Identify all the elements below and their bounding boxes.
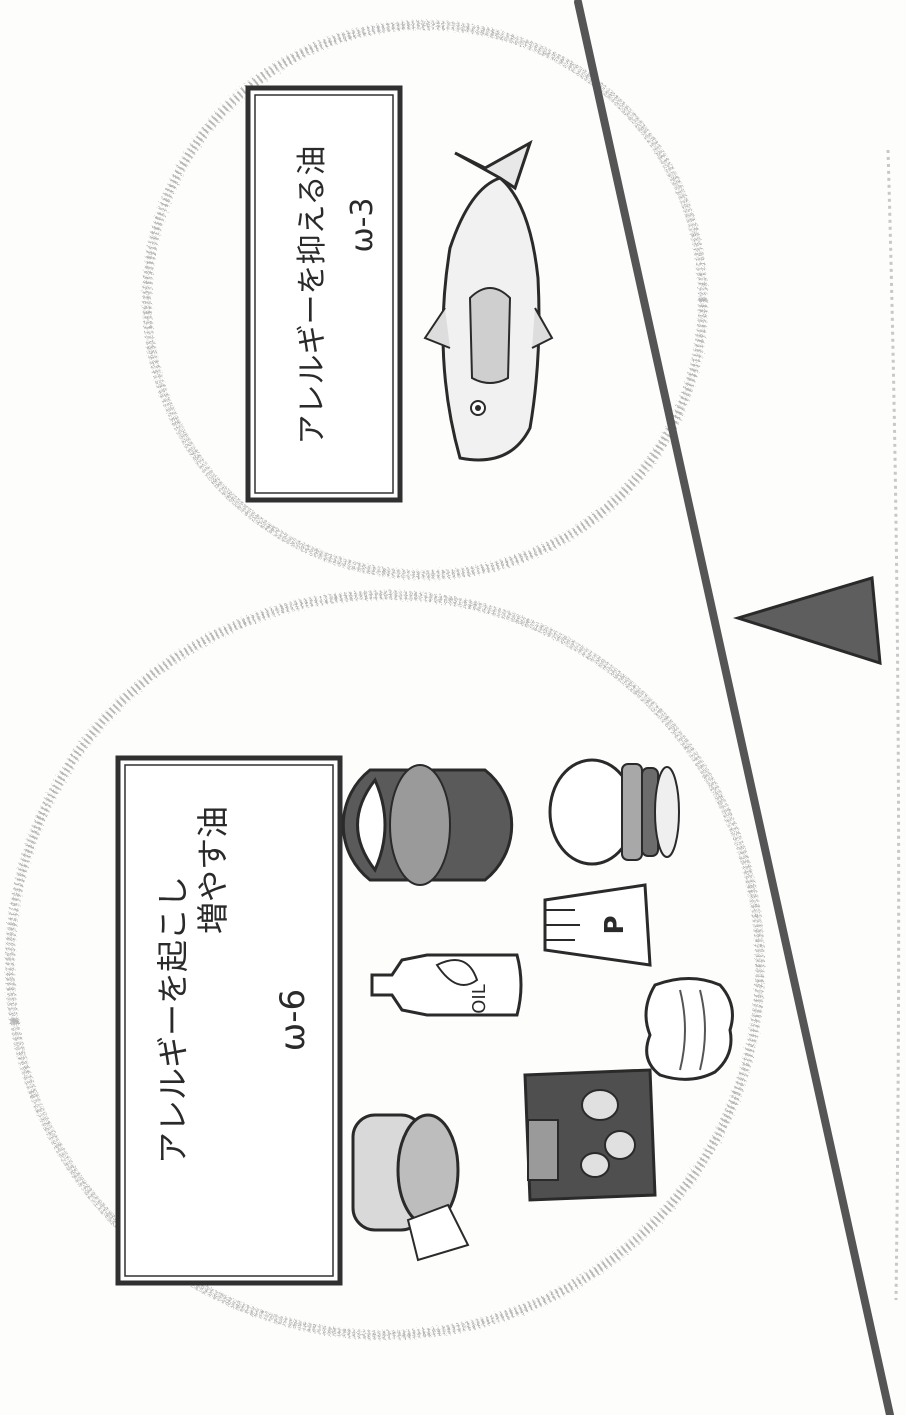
oil-bottle-text: OIL bbox=[469, 984, 490, 1014]
fries-text: P bbox=[600, 915, 630, 934]
balance-beam bbox=[574, 0, 894, 1415]
noodle-bowl-icon bbox=[341, 764, 514, 886]
omega3-label: ω-3 bbox=[345, 197, 380, 252]
omega6-heading-line1: アレルギーを起こし bbox=[154, 876, 192, 1164]
oil-bottle-icon: OIL bbox=[370, 953, 523, 1017]
omega6-label-box: アレルギーを起こし 増やす油 ω-6 bbox=[115, 755, 343, 1286]
fulcrum-icon bbox=[732, 576, 882, 666]
hamburger-icon bbox=[548, 758, 680, 866]
right-border-line bbox=[886, 149, 901, 1301]
bread-icon bbox=[351, 1113, 470, 1262]
potato-chips-icon bbox=[523, 1068, 657, 1202]
omega3-heading: アレルギーを抑える油 bbox=[295, 145, 330, 444]
cream-puff-icon bbox=[644, 977, 734, 1081]
omega3-circle bbox=[142, 20, 708, 580]
omega6-label: ω-6 bbox=[273, 989, 313, 1051]
omega6-heading-line2: 増やす油 bbox=[194, 806, 232, 934]
omega6-circle bbox=[5, 590, 765, 1340]
fish-icon bbox=[423, 139, 554, 462]
french-fries-icon: P bbox=[543, 883, 652, 967]
omega3-label-box: アレルギーを抑える油 ω-3 bbox=[245, 85, 403, 503]
